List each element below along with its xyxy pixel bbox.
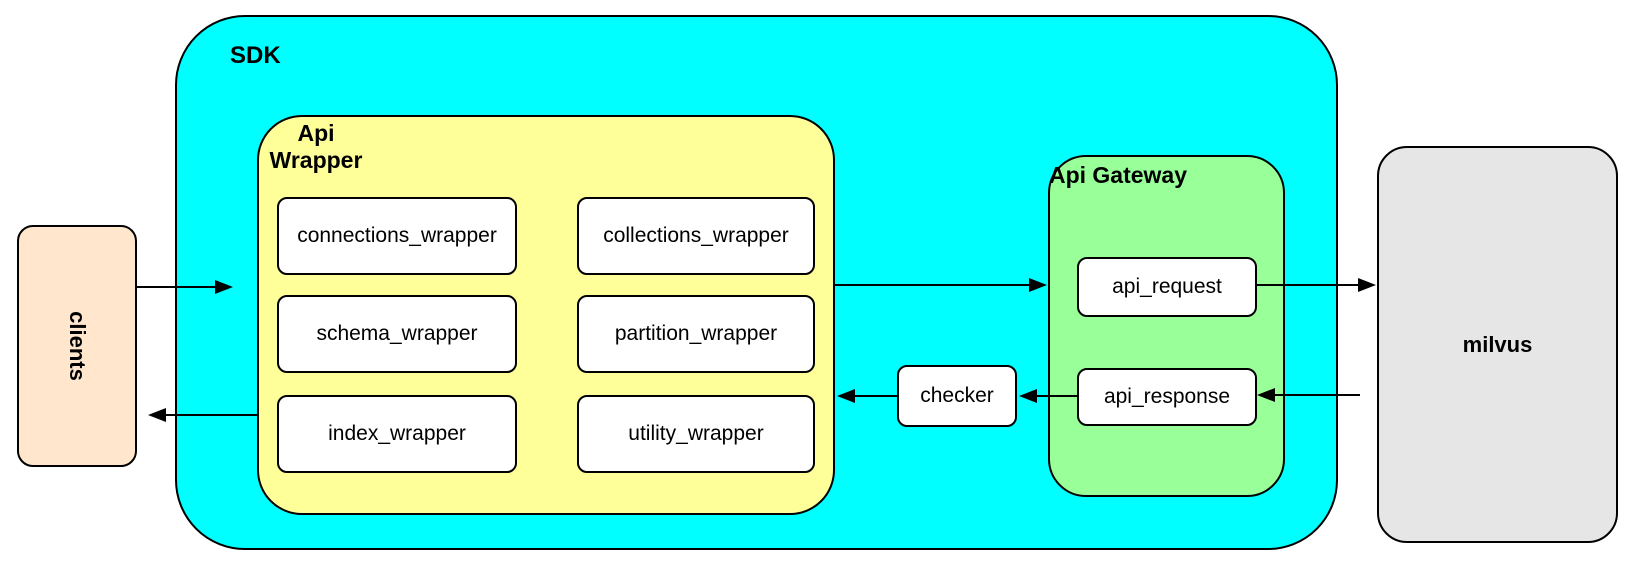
clients-label: clients xyxy=(65,311,90,381)
milvus-box: milvus xyxy=(1377,146,1618,543)
sdk-label: SDK xyxy=(230,42,281,69)
collections-wrapper-box: collections_wrapper xyxy=(577,197,815,275)
api-gateway-container xyxy=(1048,155,1285,497)
index-wrapper-box: index_wrapper xyxy=(277,395,517,473)
api-gateway-label: Api Gateway xyxy=(1048,162,1188,188)
utility-wrapper-box: utility_wrapper xyxy=(577,395,815,473)
partition-wrapper-box: partition_wrapper xyxy=(577,295,815,373)
clients-box xyxy=(17,225,137,467)
api-request-box: api_request xyxy=(1077,257,1257,317)
checker-box: checker xyxy=(897,365,1017,427)
api-response-box: api_response xyxy=(1077,368,1257,426)
api-wrapper-label: Api Wrapper xyxy=(269,120,363,173)
schema-wrapper-box: schema_wrapper xyxy=(277,295,517,373)
connections-wrapper-box: connections_wrapper xyxy=(277,197,517,275)
